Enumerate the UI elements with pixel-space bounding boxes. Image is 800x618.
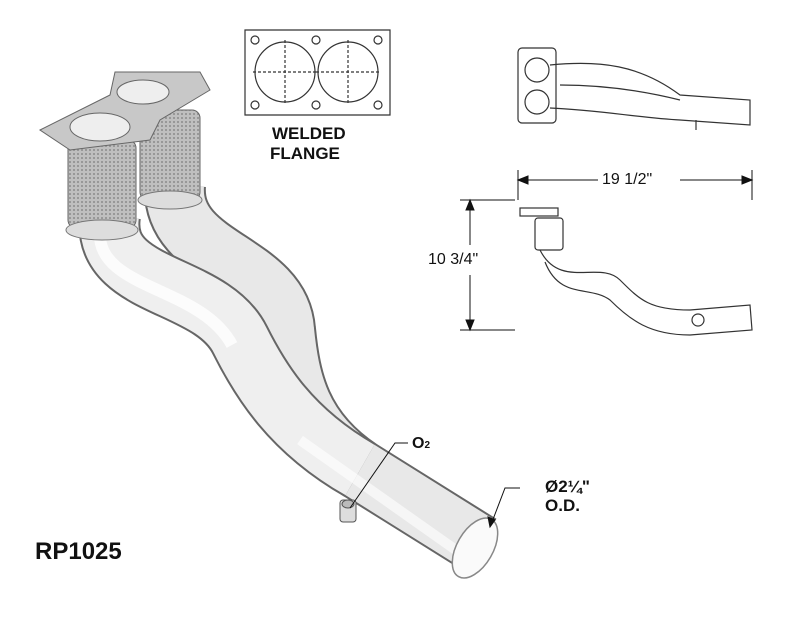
flange-top-view — [244, 29, 391, 116]
catalytic-converters — [65, 109, 203, 241]
flange — [39, 71, 211, 151]
o2-sensor-label: O2 — [412, 436, 430, 452]
length-dimension: 19 1/2" — [602, 171, 653, 188]
side-view — [519, 207, 753, 336]
outlet-type: O.D. — [545, 496, 580, 515]
o2-main: O — [412, 435, 425, 452]
height-dimension: 10 3/4" — [428, 251, 479, 268]
part-number: RP1025 — [35, 538, 122, 565]
flange-label-line1: WELDED — [272, 124, 346, 143]
outlet-diameter: Ø2¼" — [545, 477, 590, 496]
o2-subscript: 2 — [424, 440, 431, 451]
top-view — [517, 47, 751, 130]
dimension-lines — [460, 170, 754, 332]
leader-lines — [349, 442, 520, 529]
flange-label-line2: FLANGE — [270, 144, 340, 163]
main-pipe — [78, 182, 499, 579]
